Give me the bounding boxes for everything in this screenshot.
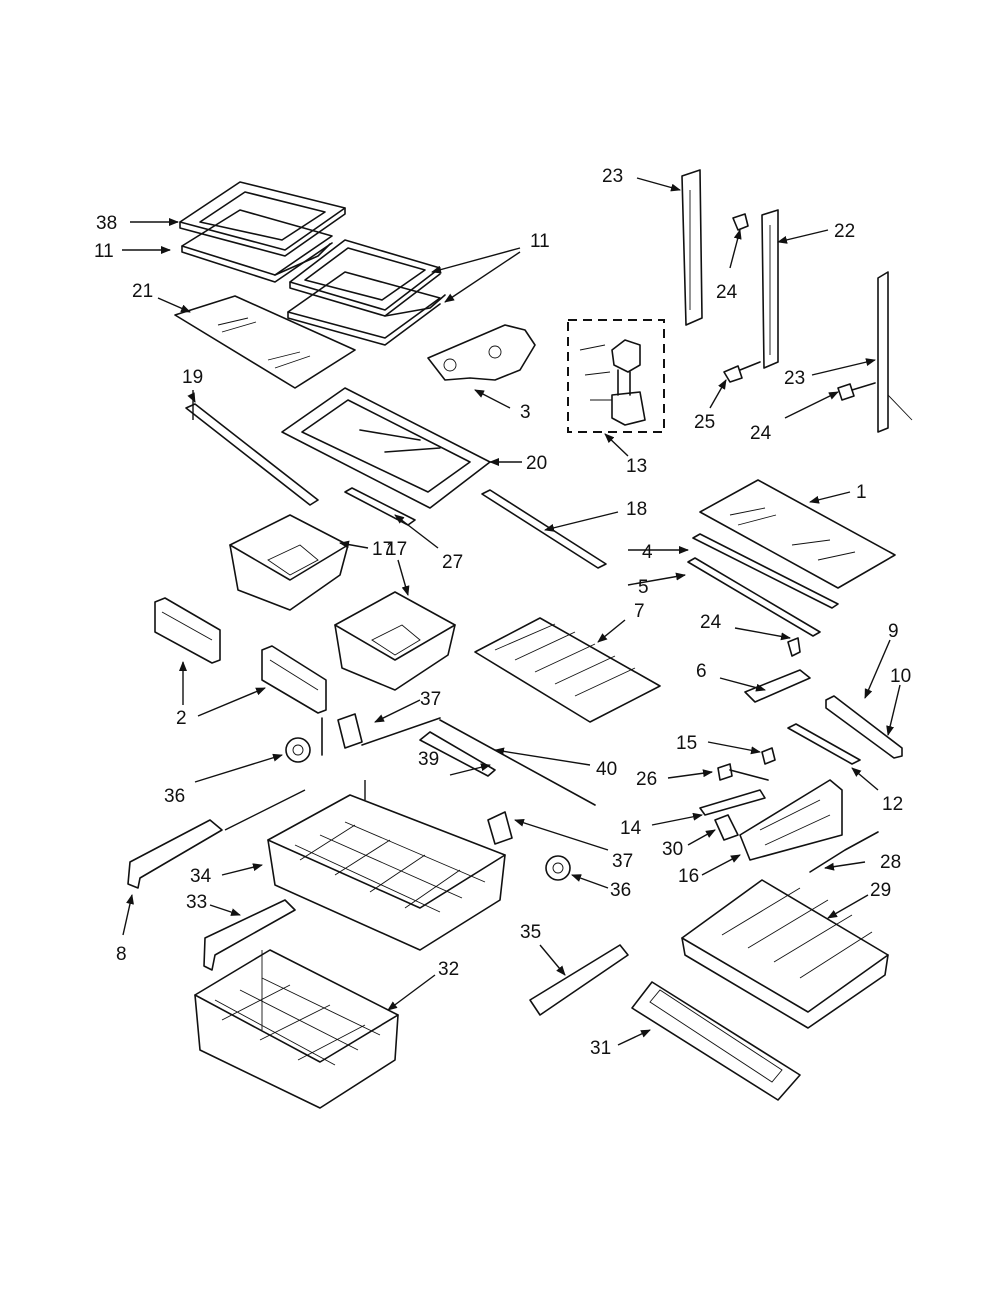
callout-22: 22 [834,221,855,242]
wire-40 [321,717,596,806]
vertical-rail-23-left [681,169,703,326]
callout-27: 27 [442,552,463,573]
crisper-drawer-17-left [229,514,349,611]
rod-28 [809,831,879,873]
callout-21: 21 [132,281,153,302]
callout-24: 24 [700,612,722,633]
rail-39 [419,731,496,777]
callout-36: 36 [610,880,631,901]
tray-29 [681,879,889,1029]
bracket-2-upper [154,597,221,664]
shelf-frame-20 [281,387,491,509]
bracket-33 [203,899,296,971]
vertical-rail-22 [761,209,779,369]
screw-24-right [837,382,876,401]
callout-20: 20 [526,453,547,474]
callout-16: 16 [678,866,699,887]
callout-35: 35 [520,922,541,943]
bracket-3 [427,324,536,381]
bracket-16 [739,779,843,861]
screw-15 [761,747,776,765]
rail-27 [344,487,416,526]
callout-10: 10 [890,666,911,687]
slide-14 [699,789,766,816]
crisper-drawer-17-right [334,591,456,691]
slide-12 [787,723,861,765]
callout-9: 9 [888,621,899,642]
callout-12: 12 [882,794,903,815]
callout-5: 5 [638,577,649,598]
callout-28: 28 [880,852,901,873]
callout-4: 4 [642,542,653,563]
shelf-frame-11-right [287,239,446,346]
callout-25: 25 [694,412,715,433]
vertical-rail-23-right [877,271,913,433]
rail-5 [687,557,821,637]
rail-19 [185,403,319,506]
slide-10 [825,695,903,759]
bracket-2-lower [261,645,327,714]
callout-13: 13 [626,456,647,477]
shelf-frame-11-left [181,209,333,283]
callout-34: 34 [190,866,212,887]
callout-39: 39 [418,749,439,770]
callout-31: 31 [590,1038,611,1059]
bracket-8 [127,819,223,889]
callout-40: 40 [596,759,617,780]
callout-15: 15 [676,733,697,754]
callout-36: 36 [164,786,185,807]
callout-14: 14 [620,818,642,839]
leader-lines [122,177,901,1046]
rail-18 [481,489,607,569]
water-filter-assembly-13 [567,319,665,433]
bracket-6 [744,637,811,703]
callout-23: 23 [602,166,623,187]
wire-basket-34 [267,794,506,951]
callout-23: 23 [784,368,805,389]
callout-3: 3 [520,402,531,423]
callout-2: 2 [176,708,187,729]
bracket-37-upper [337,713,363,749]
wire-tray-7 [474,617,661,723]
gear-36-right [545,855,571,881]
callout-24: 24 [716,282,738,303]
glass-shelf-21 [174,295,356,389]
callout-32: 32 [438,959,459,980]
callout-37: 37 [420,689,441,710]
callout-labels: 23 38 11 11 22 24 21 3 23 25 24 19 13 20… [94,166,911,1059]
callout-17: 17 [386,539,407,560]
callout-26: 26 [636,769,657,790]
bracket-37-lower [487,811,513,845]
screw-25 [723,361,761,383]
callout-37: 37 [612,851,633,872]
trim-35 [529,944,629,1016]
callout-29: 29 [870,880,891,901]
callout-24: 24 [750,423,772,444]
callout-38: 38 [96,213,117,234]
clip-30 [714,814,739,841]
screw-24-top [732,213,749,231]
glass-shelf-1 [699,479,896,589]
callout-1: 1 [856,482,867,503]
callout-7: 7 [634,601,645,622]
callout-19: 19 [182,367,203,388]
callout-6: 6 [696,661,707,682]
callout-11: 11 [94,241,114,262]
screw-26 [717,763,769,781]
shelf-frame-38 [179,181,346,257]
cover-31 [631,981,801,1101]
callout-8: 8 [116,944,127,965]
rail-4 [692,533,839,609]
callout-17: 17 [372,539,393,560]
callout-18: 18 [626,499,647,520]
gear-36-left [285,737,311,763]
callout-33: 33 [186,892,207,913]
callout-30: 30 [662,839,683,860]
wire-basket-32 [194,949,399,1109]
callout-11: 11 [530,231,550,252]
